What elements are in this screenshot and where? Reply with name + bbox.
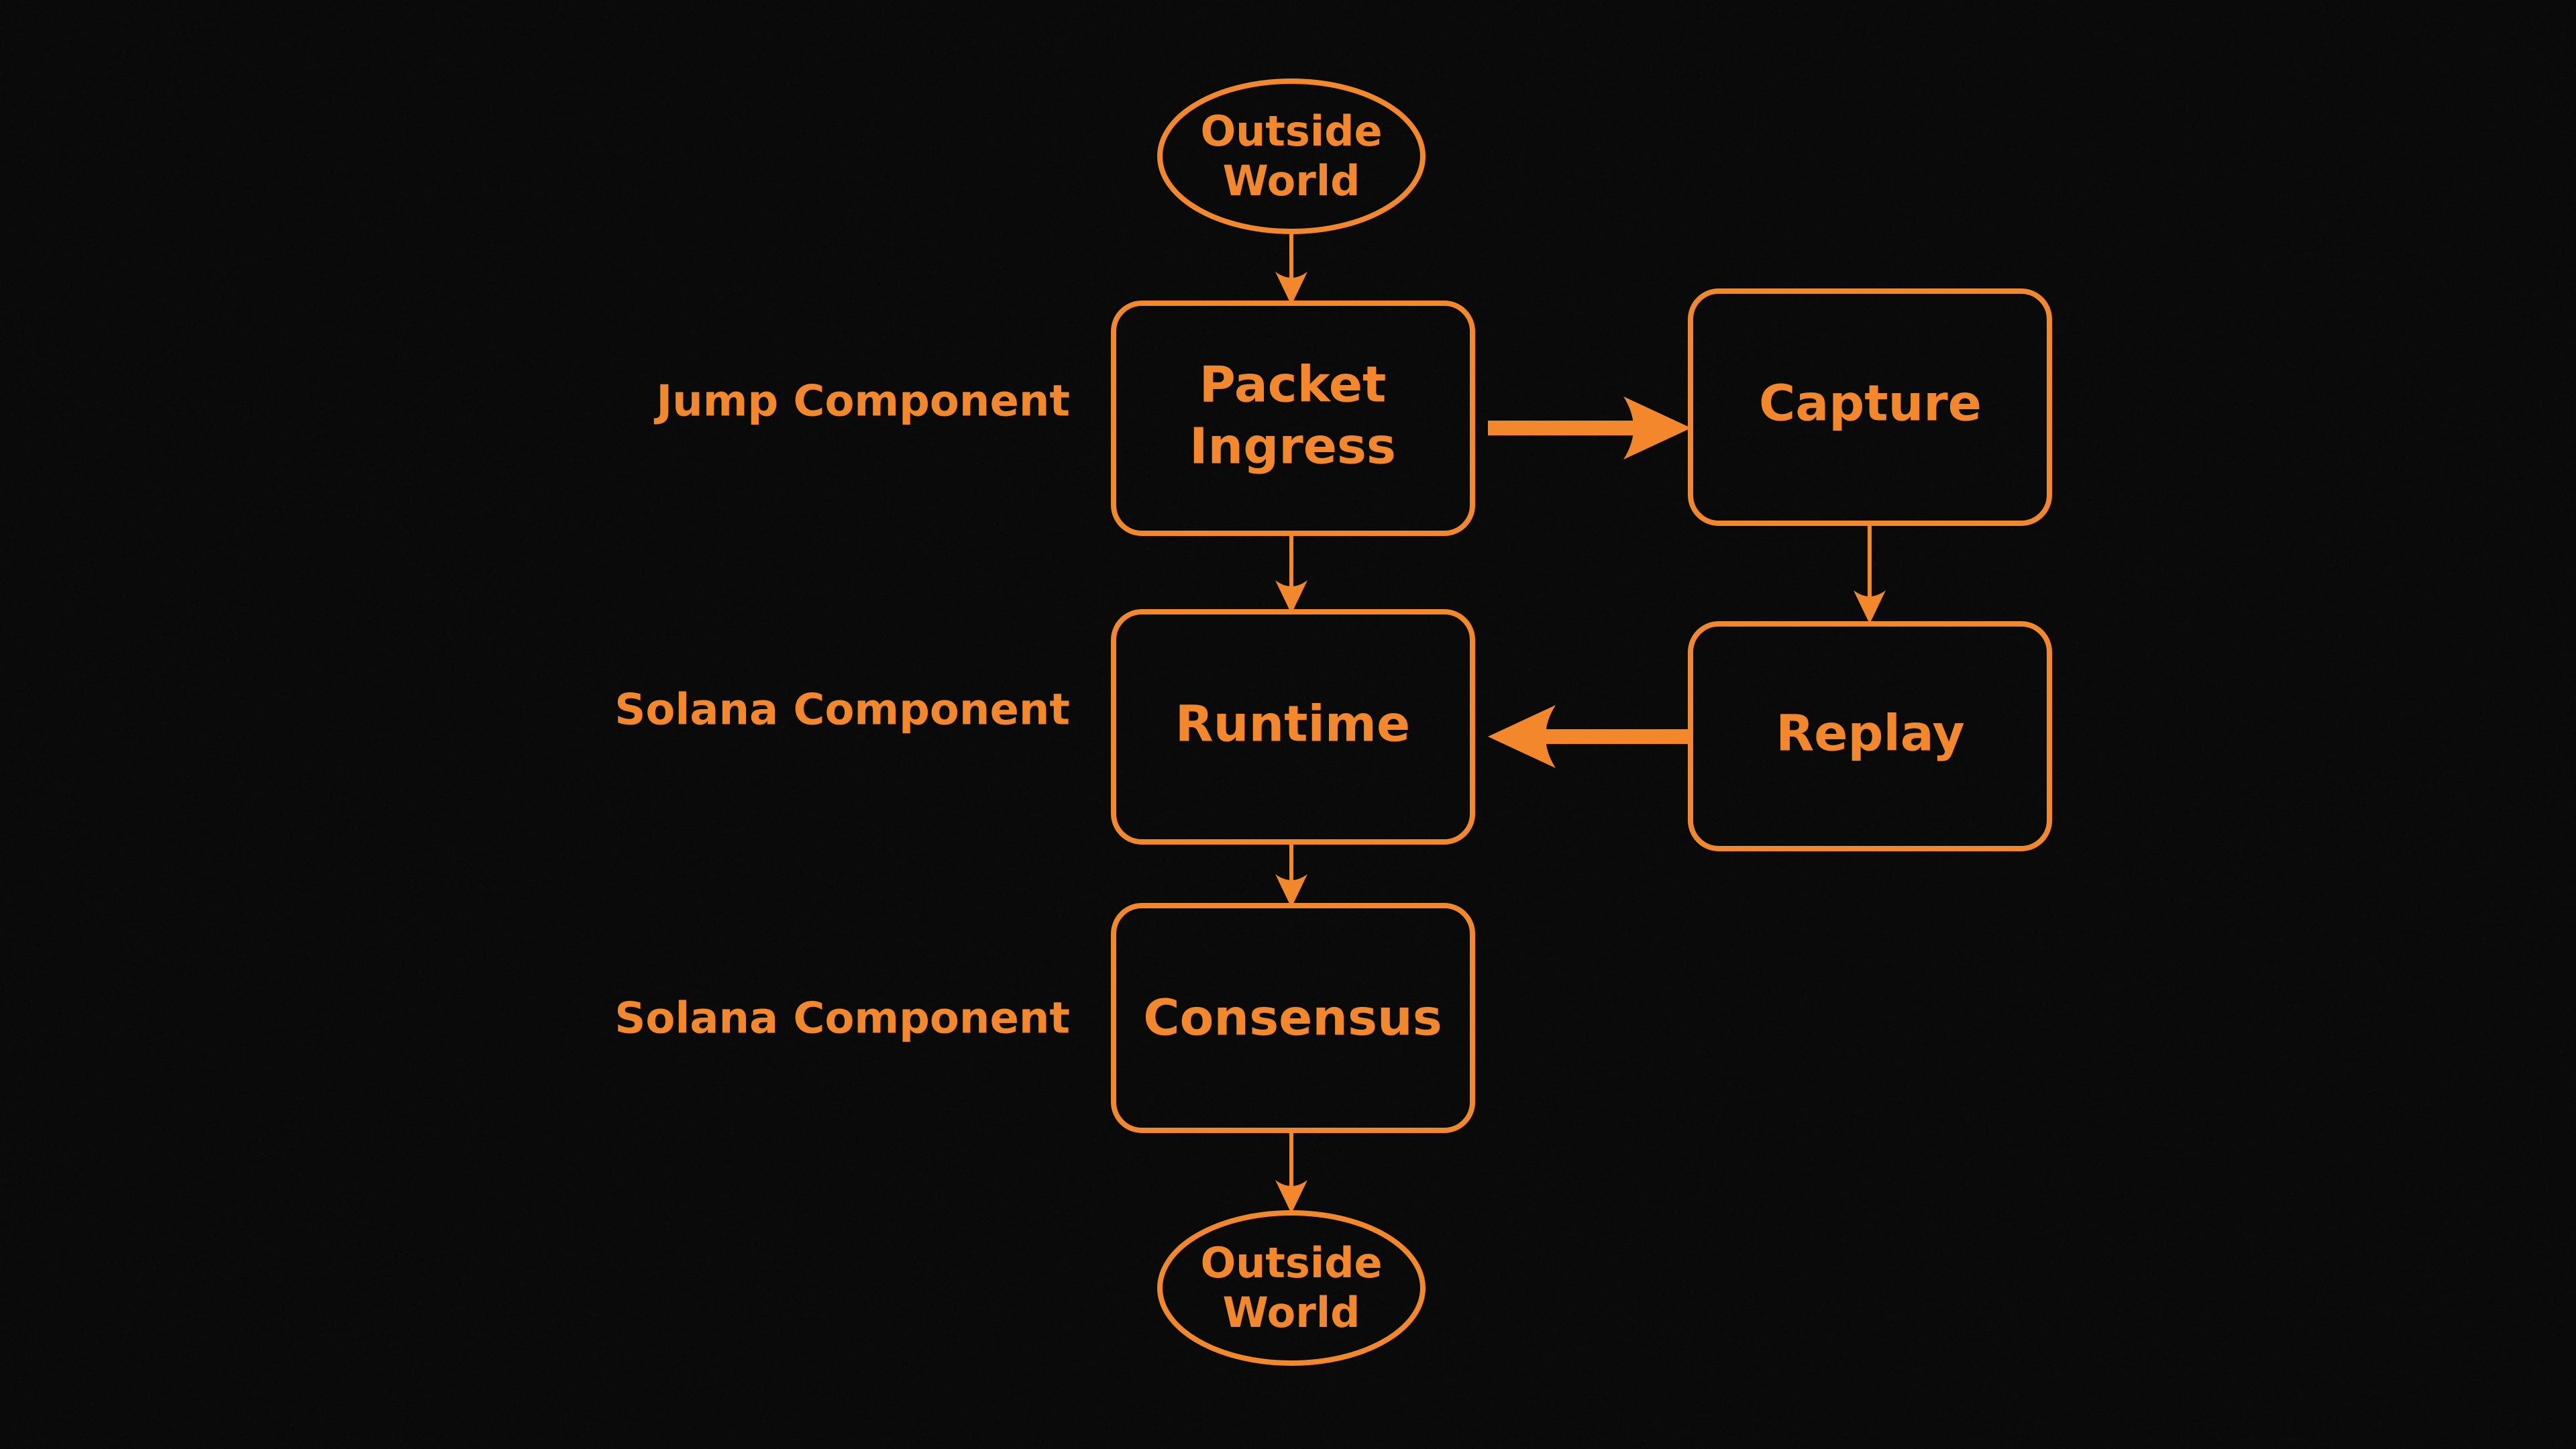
outside-world-bottom-label-line2: World (1223, 1288, 1360, 1337)
row-label-solana-component-runtime: Solana Component (614, 686, 1070, 735)
outside-world-top-label-line2: World (1223, 156, 1360, 205)
node-packet-ingress[interactable]: Packet Ingress (1114, 303, 1472, 533)
row-label-jump-component: Jump Component (653, 377, 1070, 427)
node-runtime[interactable]: Runtime (1114, 612, 1472, 842)
edge-consensus-to-outside-world (1275, 1130, 1307, 1214)
row-label-layer: Jump Component Solana Component Solana C… (614, 377, 1070, 1044)
node-capture[interactable]: Capture (1690, 291, 2049, 523)
packet-ingress-label-line1: Packet (1199, 356, 1387, 414)
edge-capture-to-replay (1854, 523, 1886, 624)
edge-runtime-to-consensus (1275, 842, 1307, 908)
outside-world-bottom-label-line1: Outside (1200, 1238, 1382, 1287)
capture-label: Capture (1759, 375, 1982, 433)
edge-outside-world-to-packet-ingress (1275, 231, 1307, 305)
edge-packet-ingress-to-capture (1488, 396, 1691, 460)
node-replay[interactable]: Replay (1690, 624, 2049, 849)
outside-world-top-label-line1: Outside (1200, 107, 1382, 156)
runtime-label: Runtime (1175, 696, 1410, 753)
packet-ingress-label-line2: Ingress (1189, 418, 1396, 476)
edge-replay-to-runtime (1488, 705, 1690, 768)
replay-label: Replay (1776, 705, 1964, 763)
node-outside-world-bottom[interactable]: Outside World (1160, 1213, 1423, 1363)
consensus-label: Consensus (1143, 989, 1442, 1047)
edge-packet-ingress-to-runtime (1275, 533, 1307, 614)
node-outside-world-top[interactable]: Outside World (1160, 81, 1423, 231)
node-consensus[interactable]: Consensus (1114, 906, 1472, 1130)
row-label-solana-component-consensus: Solana Component (614, 994, 1070, 1044)
